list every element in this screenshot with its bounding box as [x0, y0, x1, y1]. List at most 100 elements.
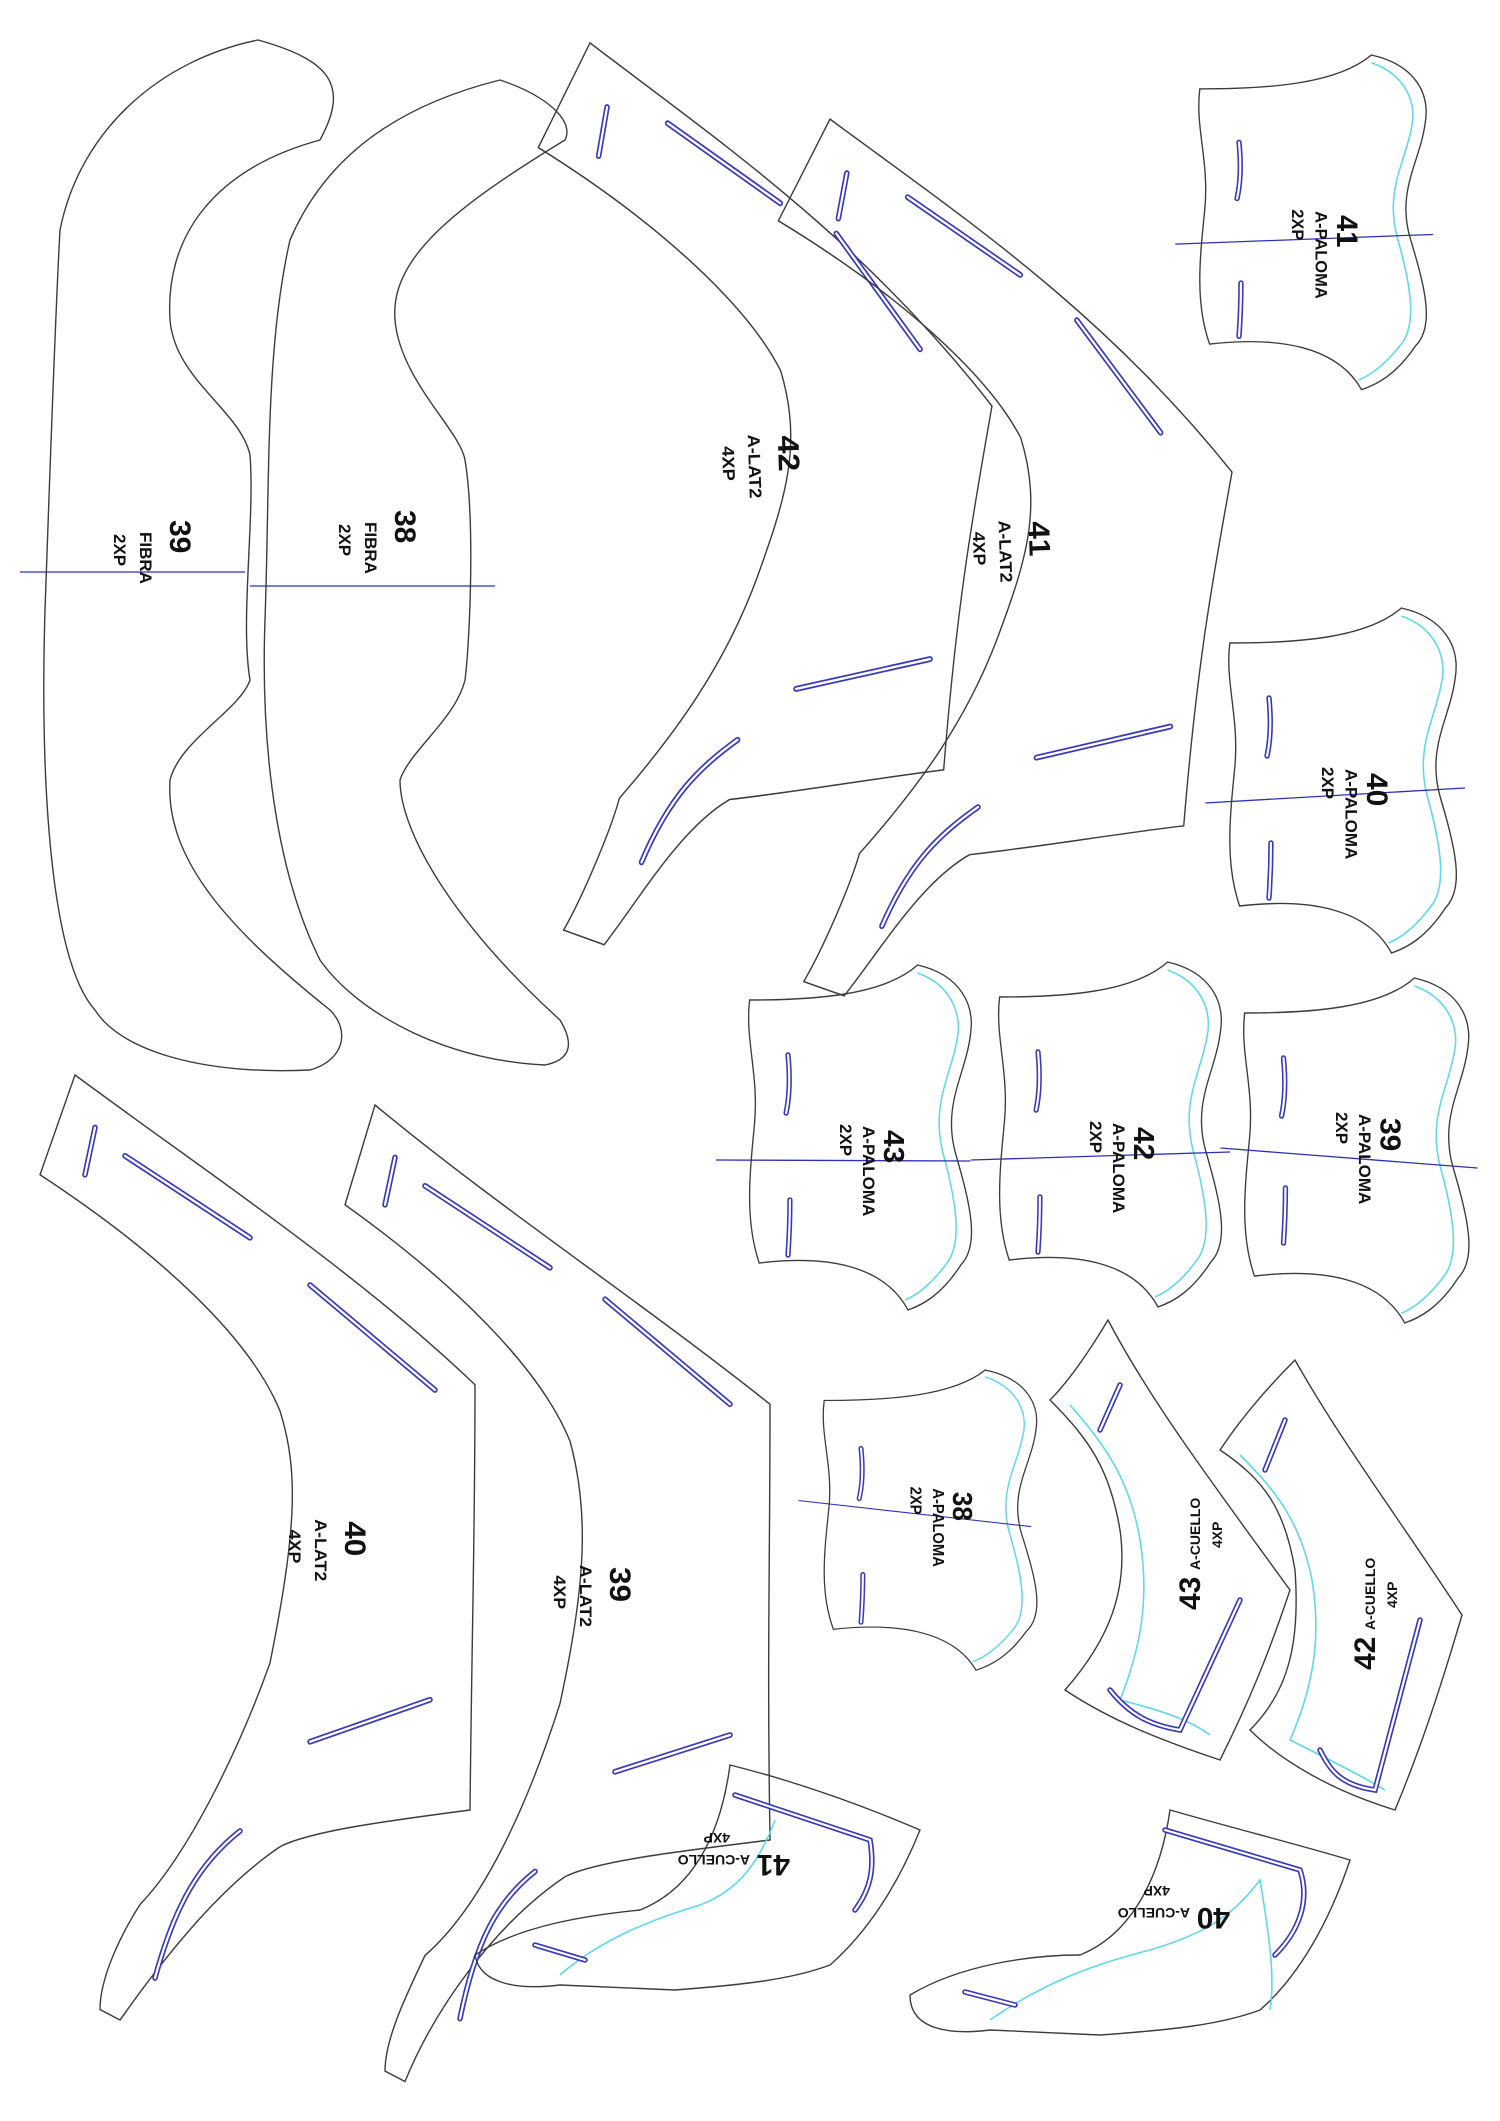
piece-quantity: 2XP — [836, 1124, 855, 1156]
piece-quantity: 4XP — [704, 1830, 730, 1846]
notch — [1278, 1055, 1288, 1119]
piece-paloma-42: 42 A-PALOMA 2XP — [970, 961, 1231, 1308]
grainline — [970, 1151, 1231, 1161]
notch — [793, 656, 933, 692]
notch — [785, 1197, 793, 1258]
notch — [307, 1282, 438, 1393]
piece-quantity: 2XP — [1288, 209, 1307, 240]
piece-lat2-40: 40 A-LAT2 4XP — [39, 1073, 476, 2021]
piece-number: 41 — [1330, 215, 1362, 247]
piece-number: 42 — [1127, 1127, 1159, 1160]
piece-number: 38 — [947, 1492, 978, 1521]
piece-number: 42 — [771, 435, 806, 472]
notch — [307, 1696, 433, 1745]
piece-quantity: 2XP — [1318, 767, 1337, 799]
notch — [1033, 1049, 1042, 1113]
notch — [664, 120, 784, 207]
piece-cuello-41: 41 A-CUELLO 4XP — [474, 1764, 921, 1991]
notch — [1280, 1185, 1289, 1246]
piece-name: FIBRA — [136, 532, 155, 584]
piece-name: A-CUELLO — [1118, 1905, 1190, 1921]
grainline — [1205, 787, 1466, 804]
piece-quantity: 4XP — [550, 1575, 570, 1609]
notch — [532, 1942, 588, 1963]
notch — [1266, 840, 1274, 901]
notch — [595, 104, 610, 160]
notch — [1236, 280, 1244, 339]
piece-paloma-39: 39 A-PALOMA 2XP — [1220, 977, 1478, 1324]
piece-name: A-CUELLO — [1362, 1558, 1378, 1630]
notch — [904, 194, 1024, 278]
piece-quantity: 2XP — [1332, 1112, 1351, 1144]
piece-paloma-38: 38 A-PALOMA 2XP — [798, 1369, 1038, 1671]
piece-fibra-38: 38 FIBRA 2XP — [250, 79, 570, 1066]
piece-name: A-LAT2 — [576, 1565, 596, 1627]
notch — [1234, 139, 1243, 202]
piece-name: A-PALOMA — [929, 1488, 946, 1567]
piece-number: 41 — [1022, 521, 1057, 557]
piece-lat2-39: 39 A-LAT2 4XP — [344, 1103, 771, 2083]
piece-paloma-43: 43 A-PALOMA 2XP — [715, 964, 973, 1311]
notch — [1162, 1827, 1307, 1958]
notch — [856, 1445, 865, 1502]
grainline — [798, 1499, 1032, 1528]
notch — [612, 1732, 733, 1775]
piece-number: 41 — [757, 1848, 790, 1881]
piece-number: 40 — [338, 1521, 372, 1556]
grainline — [715, 1159, 971, 1162]
piece-quantity: 2XP — [907, 1487, 924, 1515]
notch — [122, 1152, 253, 1241]
notch — [833, 230, 923, 353]
piece-number: 40 — [1360, 773, 1393, 806]
notch — [1035, 1194, 1043, 1255]
notch — [783, 1052, 792, 1116]
notch — [879, 804, 981, 930]
notch — [382, 1154, 398, 1208]
piece-fibra-39: 39 FIBRA 2XP — [20, 39, 343, 1072]
piece-quantity: 2XP — [110, 534, 129, 566]
piece-name: A-CUELLO — [1187, 1498, 1203, 1570]
piece-name: A-LAT2 — [744, 434, 765, 499]
piece-cuello-43: 43 A-CUELLO 4XP — [1049, 1318, 1291, 1761]
notch — [422, 1182, 553, 1271]
piece-number: 43 — [877, 1130, 909, 1163]
piece-paloma-40: 40 A-PALOMA 2XP — [1205, 607, 1466, 954]
piece-name: A-PALOMA — [1109, 1123, 1128, 1213]
notch — [1317, 1617, 1423, 1794]
notch — [1262, 1417, 1288, 1473]
piece-number: 43 — [1174, 1577, 1207, 1610]
piece-name: A-CUELLO — [678, 1852, 750, 1868]
piece-name: A-PALOMA — [1341, 769, 1360, 859]
piece-quantity: 4XP — [1384, 1582, 1400, 1608]
piece-lat2-42: 42 A-LAT2 4XP — [537, 41, 993, 946]
notch — [602, 1296, 733, 1408]
notch — [457, 1868, 538, 2022]
piece-name: A-PALOMA — [1355, 1114, 1374, 1204]
notch — [1033, 723, 1174, 761]
piece-quantity: 4XP — [718, 446, 738, 482]
notch — [1107, 1597, 1243, 1734]
notch — [835, 170, 850, 222]
piece-cuello-42: 42 A-CUELLO 4XP — [1219, 1358, 1463, 1811]
notch — [1264, 695, 1273, 759]
piece-quantity: 2XP — [1086, 1121, 1105, 1153]
piece-name: A-LAT2 — [311, 1519, 331, 1581]
piece-quantity: 2XP — [335, 524, 354, 556]
piece-name: A-PALOMA — [1311, 211, 1330, 299]
piece-number: 42 — [1349, 1637, 1382, 1670]
notch — [1097, 1382, 1123, 1433]
notch — [732, 1792, 875, 1913]
notch — [638, 736, 741, 866]
piece-number: 39 — [163, 520, 196, 553]
piece-number: 39 — [1374, 1118, 1406, 1151]
notch — [1074, 317, 1164, 436]
piece-quantity: 4XP — [1144, 1883, 1170, 1899]
grainline — [1175, 233, 1434, 245]
piece-cuello-40: 40 A-CUELLO 4XP — [909, 1809, 1351, 2036]
piece-name: A-LAT2 — [995, 520, 1017, 583]
piece-quantity: 4XP — [1209, 1522, 1225, 1548]
piece-number: 40 — [1197, 1901, 1230, 1934]
notch — [152, 1828, 243, 1981]
piece-name: A-PALOMA — [859, 1126, 878, 1216]
